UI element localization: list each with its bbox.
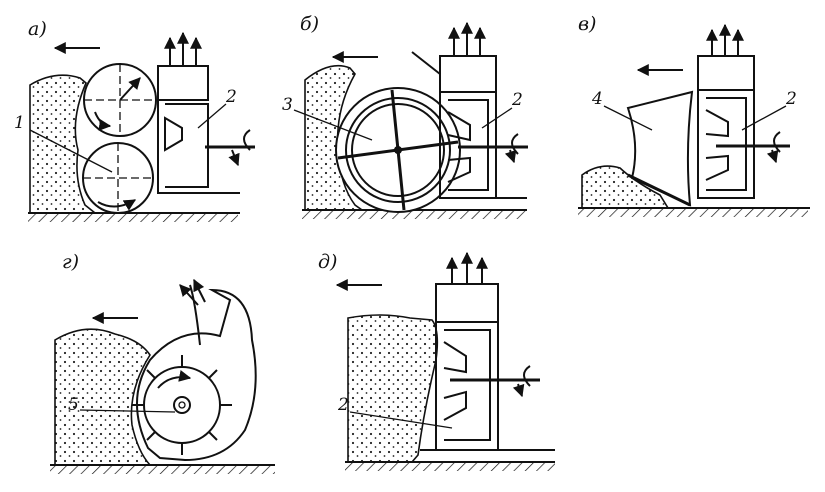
panel-v-label: в): [578, 13, 596, 35]
rotor-disc: [143, 366, 221, 444]
discharge-arrow-1: [179, 284, 199, 306]
rotor-inner-ring: [345, 97, 451, 203]
snow-mass: [54, 328, 152, 466]
callout-1: 1: [14, 113, 25, 133]
callout-2-leader: [197, 103, 227, 129]
callout-2-leader: [741, 105, 787, 131]
ground-hatch: [578, 208, 808, 217]
rotor-rotation-arrow: [157, 370, 192, 389]
panel-v: в) 4 2: [578, 13, 810, 217]
snow-mass: [304, 64, 365, 211]
panel-b: б) 3 2: [282, 13, 528, 219]
rotor-hub: [394, 146, 402, 154]
shaft-arrow-tip: [228, 149, 240, 167]
shaft-rotation-arrow: [511, 133, 519, 155]
callout-2: 2: [785, 89, 797, 109]
callout-4-leader: [603, 105, 653, 131]
upper-rotation-arrow: [119, 77, 141, 101]
upper-curl-arrow: [94, 111, 112, 131]
rotor-blades: [132, 355, 232, 455]
rotor-hub: [173, 396, 191, 414]
ground-hatch: [345, 462, 555, 471]
chute-deflector: [411, 51, 441, 75]
fan-inner: [444, 329, 491, 441]
callout-2: 2: [225, 87, 237, 107]
snow-mass: [347, 314, 439, 463]
discharge-chute: [697, 55, 755, 91]
panel-g: г) 5: [50, 251, 275, 474]
frame-outline: [157, 100, 240, 194]
callout-3: 3: [282, 95, 293, 115]
callout-3-leader: [293, 109, 373, 141]
ground-hatch: [28, 213, 238, 222]
shaft-arrow-tip: [504, 149, 517, 164]
callout-2: 2: [511, 90, 523, 110]
snow-mass: [29, 74, 98, 214]
panel-d-label: д): [318, 251, 337, 273]
panel-b-label: б): [300, 13, 319, 35]
rotor-inner-ring-2: [351, 103, 445, 197]
panel-g-label: г): [62, 251, 79, 273]
shaft-rotation-arrow: [243, 129, 251, 151]
callout-5: 5: [68, 395, 79, 415]
discharge-arrow-2: [193, 278, 206, 303]
panel-a-label: а): [28, 18, 47, 40]
fan-inner: [706, 97, 747, 191]
fan-blades: [705, 109, 729, 181]
rotor-axle: [178, 401, 186, 409]
fan-housing: [435, 322, 499, 451]
shaft-rotation-arrow: [773, 131, 781, 153]
discharge-chute: [435, 283, 499, 323]
fan-impeller: [164, 116, 183, 152]
callout-2-leader: [481, 107, 513, 129]
lower-rotation-arrow: [97, 199, 137, 211]
lower-auger: [82, 142, 154, 214]
callout-5-leader: [79, 409, 176, 413]
ground-hatch: [50, 465, 275, 474]
fan-blades: [447, 111, 471, 183]
fan-inner: [448, 99, 489, 191]
callout-1-leader: [29, 129, 113, 173]
callout-4: 4: [591, 89, 603, 109]
shaft-rotation-arrow: [523, 365, 531, 387]
fan-housing: [697, 90, 755, 199]
ground-hatch: [302, 210, 527, 219]
callout-2: 2: [337, 395, 349, 415]
discharge-chute: [157, 65, 209, 101]
panel-d: д) 2: [318, 251, 555, 471]
callout-2-leader: [349, 411, 453, 429]
shaft-arrow-tip: [766, 149, 779, 164]
cutter-edge: [627, 173, 691, 207]
shaft-arrow-tip: [512, 383, 525, 398]
panel-a: а) 1 2: [14, 18, 255, 222]
discharge-chute: [439, 55, 497, 93]
fan-blades: [443, 341, 467, 421]
snow-mass: [581, 165, 670, 209]
